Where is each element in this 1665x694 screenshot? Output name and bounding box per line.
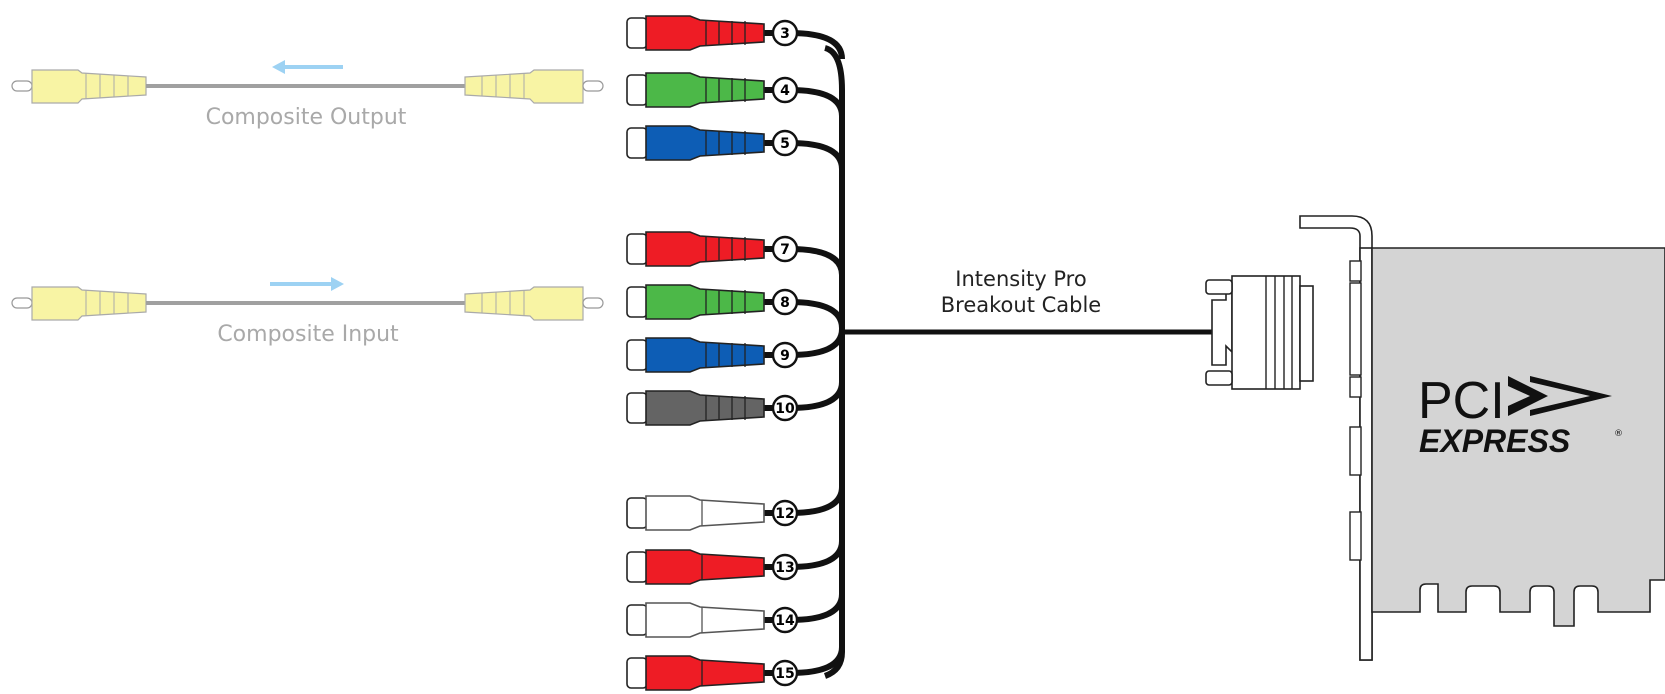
rca-plug-body — [645, 655, 765, 691]
rca-connector-9: 9 — [626, 328, 845, 373]
left-arrow-icon — [272, 60, 343, 74]
connector-number: 12 — [775, 506, 794, 522]
rca-connector-7: 7 — [626, 231, 845, 276]
rca-plug-body — [645, 72, 765, 108]
rca-plug-body — [645, 231, 765, 267]
rca-tip — [626, 604, 648, 636]
rca-connector-12: 12 — [626, 486, 845, 531]
connector-number-badge — [771, 76, 799, 104]
rca-tip — [626, 286, 648, 318]
rca-tip — [626, 17, 648, 49]
connector-number-badge — [771, 606, 799, 634]
connector-number: 8 — [780, 295, 790, 311]
rca-plug-left — [31, 286, 147, 321]
connector-number: 15 — [775, 666, 794, 682]
connector-number: 10 — [775, 401, 795, 417]
rca-plug-body — [645, 125, 765, 161]
connector-number: 9 — [780, 348, 790, 364]
connector-number-badge — [771, 288, 799, 316]
right-arrow-icon — [270, 277, 344, 291]
rca-plug-body — [645, 602, 765, 638]
rca-connector-5: 5 — [626, 125, 845, 170]
connector-number: 5 — [780, 136, 790, 152]
connector-number-badge — [771, 235, 799, 263]
rca-plug-body — [645, 337, 765, 373]
rca-tip — [626, 551, 648, 583]
connector-number-badge — [771, 19, 799, 47]
pci-chevron-icon — [1508, 376, 1612, 416]
connector-number-badge — [771, 659, 799, 687]
composite-output-cable: Composite Output — [11, 60, 604, 130]
connector-number: 3 — [780, 26, 790, 42]
registered-mark: ® — [1614, 429, 1623, 439]
card-connector — [1205, 275, 1314, 390]
rca-tip — [11, 80, 33, 92]
connector-number-badge — [771, 129, 799, 157]
connector-number-badge — [771, 341, 799, 369]
breakout-trunk — [823, 45, 845, 679]
connector-number: 4 — [780, 83, 790, 99]
rca-plug-body — [645, 284, 765, 320]
rca-plug-left — [31, 69, 147, 104]
connector-number: 7 — [780, 242, 790, 258]
connector-number: 14 — [775, 613, 795, 629]
rca-plug-body — [645, 390, 765, 426]
rca-tip — [626, 497, 648, 529]
breakout-harness: 3 4 5 7 8 9 10 12 13 14 15 — [626, 15, 845, 691]
rca-tip — [11, 297, 33, 309]
composite-input-label: Composite Input — [217, 322, 399, 347]
cable-label-line2: Breakout Cable — [941, 293, 1101, 317]
rca-connector-15: 15 — [626, 646, 845, 691]
pci-logo-text: PCI — [1418, 372, 1505, 430]
rca-tip — [626, 74, 648, 106]
composite-output-label: Composite Output — [206, 105, 407, 130]
rca-tip — [626, 233, 648, 265]
rca-connector-8: 8 — [626, 284, 845, 329]
connector-number-badge — [771, 499, 799, 527]
rca-connector-3: 3 — [626, 15, 845, 60]
rca-connector-13: 13 — [626, 540, 845, 585]
rca-tip — [582, 80, 604, 92]
rca-plug-body — [645, 15, 765, 51]
connector-number: 13 — [775, 560, 794, 576]
rca-connector-14: 14 — [626, 593, 845, 638]
rca-tip — [626, 657, 648, 689]
pci-board — [1371, 247, 1665, 627]
connector-number-badge — [771, 394, 799, 422]
pci-express-card: PCI EXPRESS ® — [1299, 215, 1665, 661]
cable-label-line1: Intensity Pro — [955, 267, 1086, 291]
rca-tip — [626, 339, 648, 371]
rca-connector-10: 10 — [626, 381, 845, 426]
rca-plug-body — [645, 549, 765, 585]
express-logo-text: EXPRESS — [1419, 423, 1571, 459]
connector-number-badge — [771, 553, 799, 581]
rca-tip — [626, 127, 648, 159]
rca-connector-4: 4 — [626, 72, 845, 117]
composite-input-cable: Composite Input — [11, 277, 604, 347]
rca-tip — [626, 392, 648, 424]
rca-plug-body — [645, 495, 765, 531]
rca-tip — [582, 297, 604, 309]
